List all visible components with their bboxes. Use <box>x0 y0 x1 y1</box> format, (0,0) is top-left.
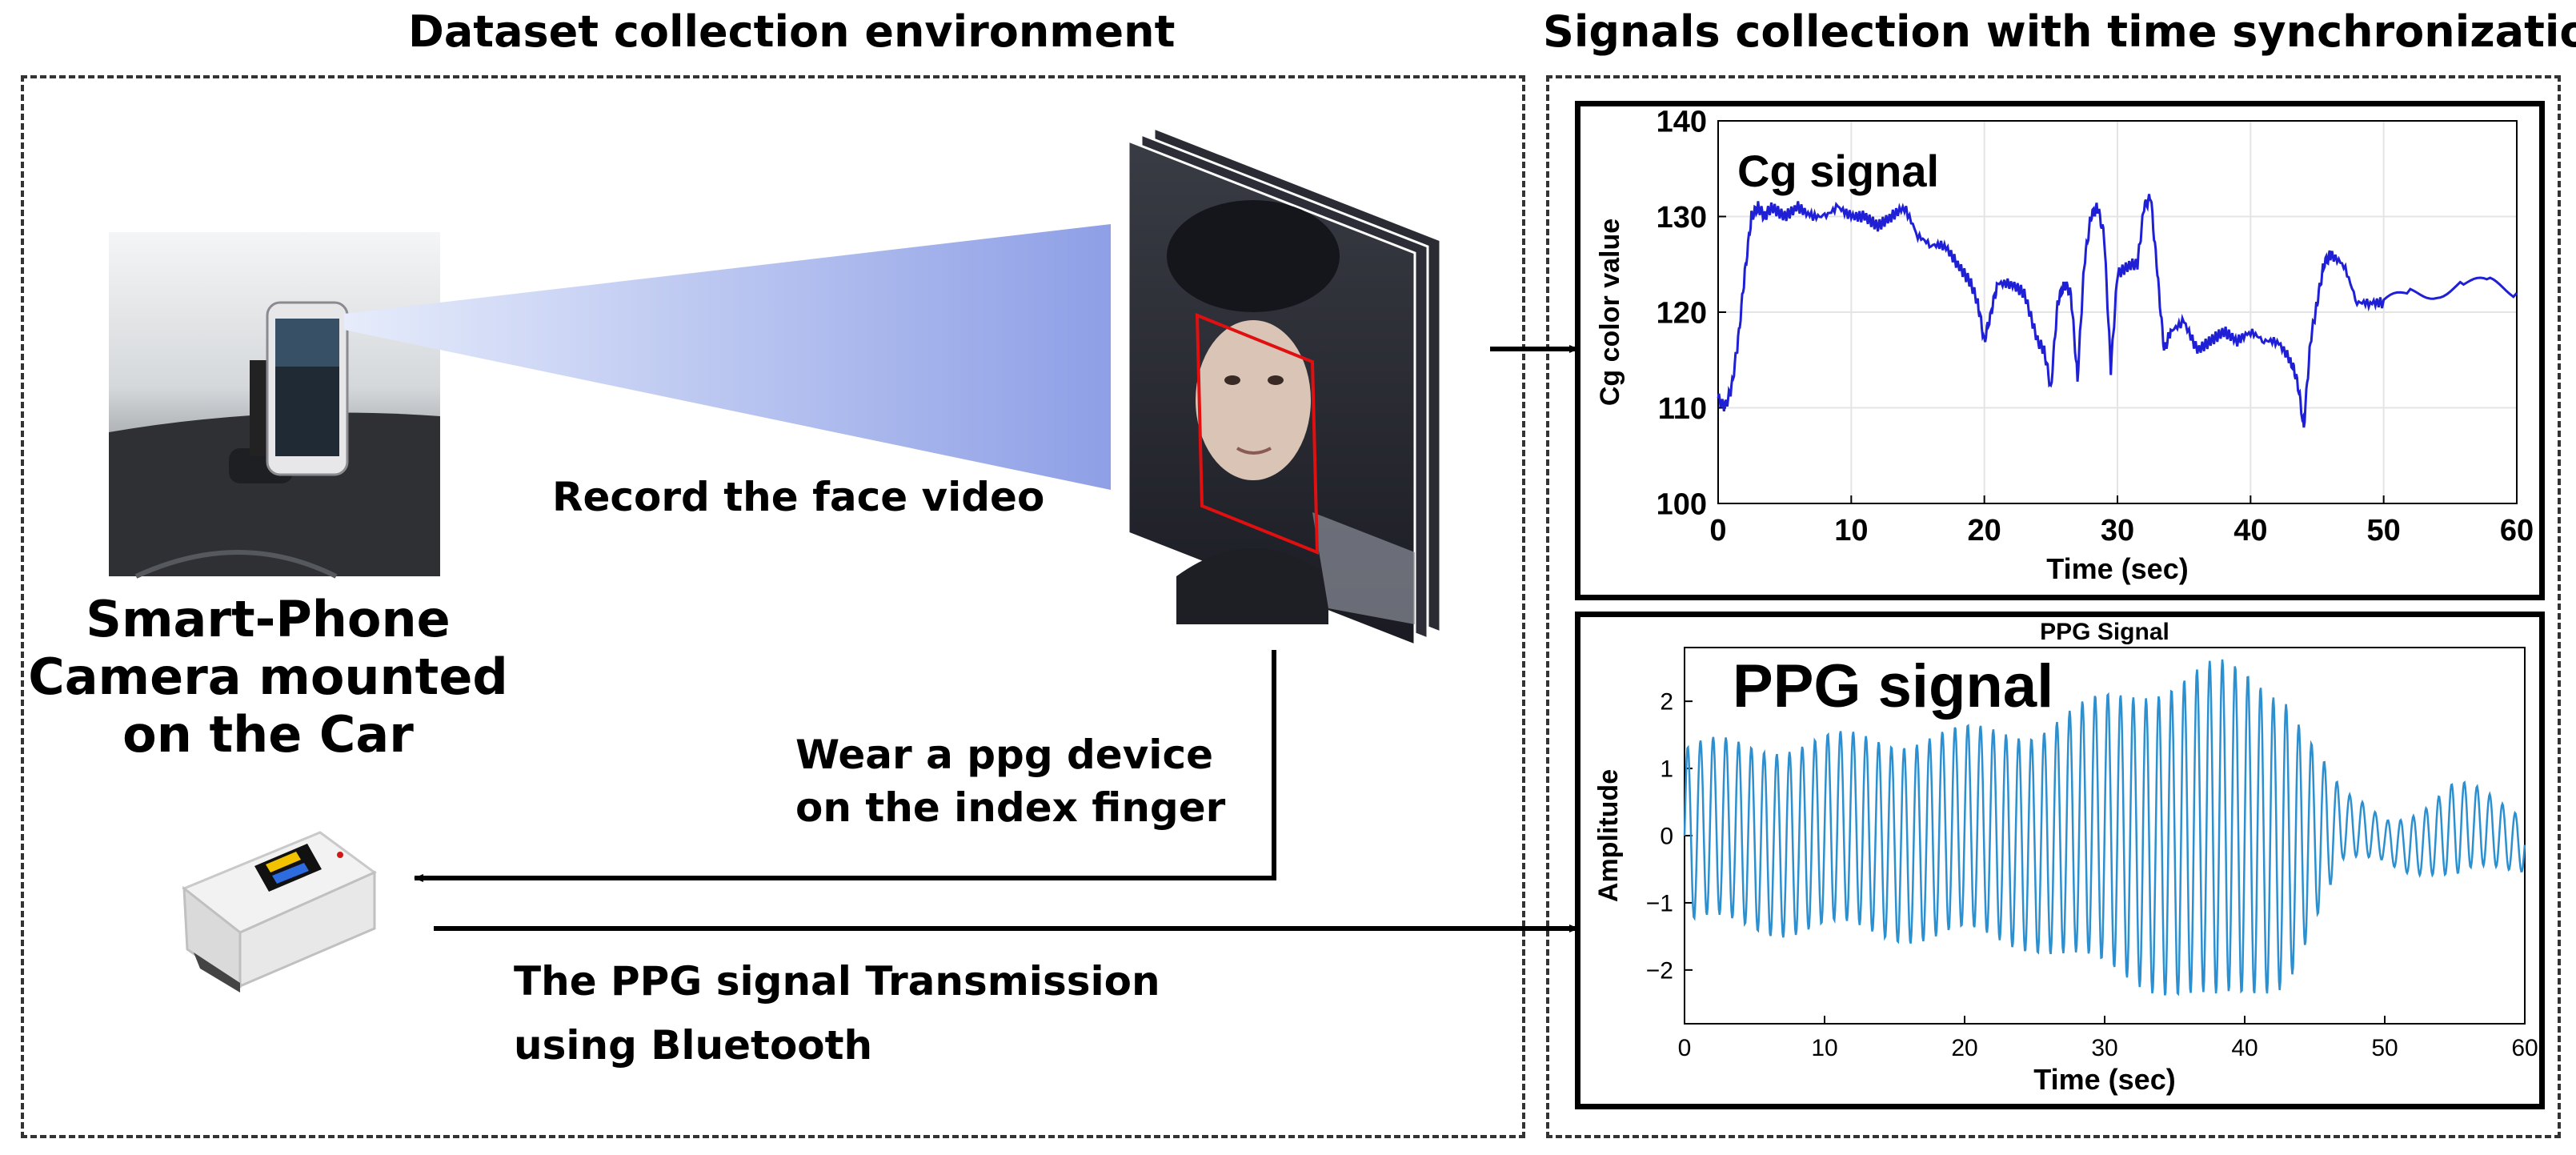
x-tick-label: 30 <box>2101 514 2134 547</box>
phone-caption-line3: on the Car <box>122 705 414 764</box>
y-tick-label: 120 <box>1657 296 1707 330</box>
x-tick-label: 50 <box>2371 1035 2398 1061</box>
record-label: Record the face video <box>552 474 1045 520</box>
series-line <box>1683 659 2526 997</box>
y-tick-label: 2 <box>1660 689 1673 716</box>
y-tick-label: 110 <box>1658 392 1707 426</box>
x-tick-label: 0 <box>1709 514 1726 547</box>
x-axis-label: Time (sec) <box>2033 1063 2175 1096</box>
ppg-device-icon <box>182 831 377 993</box>
phone-caption: Smart-Phone Camera mounted on the Car <box>24 591 512 764</box>
x-tick-label: 10 <box>1811 1035 1837 1061</box>
x-tick-label: 60 <box>2511 1035 2538 1061</box>
phone-caption-line2: Camera mounted <box>28 648 508 706</box>
y-tick-label: −2 <box>1646 957 1673 984</box>
x-tick-label: 40 <box>2233 514 2267 547</box>
transmission-label-line2: using Bluetooth <box>514 1022 873 1069</box>
y-tick-label: 0 <box>1660 824 1673 850</box>
x-tick-label: 30 <box>2091 1035 2117 1061</box>
environment-panel <box>21 75 1525 1138</box>
series-annotation: Cg signal <box>1737 146 1939 196</box>
x-tick-label: 0 <box>1678 1035 1692 1061</box>
x-tick-label: 50 <box>2367 514 2401 547</box>
x-tick-label: 20 <box>1951 1035 1977 1061</box>
face-roi-box <box>1195 313 1320 555</box>
phone-icon <box>109 232 440 579</box>
y-tick-label: 130 <box>1657 201 1707 235</box>
phone-caption-line1: Smart-Phone <box>86 590 451 648</box>
x-axis-label: Time (sec) <box>2046 552 2188 585</box>
transmission-label-line1: The PPG signal Transmission <box>514 958 1160 1005</box>
chart-title: PPG Signal <box>2040 619 2169 645</box>
y-axis-label: Cg color value <box>1595 219 1625 406</box>
left-header: Dataset collection environment <box>408 6 1176 57</box>
y-tick-label: 140 <box>1657 106 1707 138</box>
camera-beam <box>344 224 1111 490</box>
x-tick-label: 60 <box>2500 514 2534 547</box>
series-line <box>1717 194 2518 428</box>
x-tick-label: 20 <box>1968 514 2001 547</box>
y-tick-label: −1 <box>1646 890 1673 916</box>
wear-label: Wear a ppg device on the index finger <box>795 728 1225 834</box>
transmission-label: The PPG signal Transmission using Blueto… <box>514 949 1160 1077</box>
y-tick-label: 1 <box>1660 756 1673 783</box>
signals-panel <box>1546 75 2561 1138</box>
x-tick-label: 10 <box>1834 514 1868 547</box>
y-axis-label: Amplitude <box>1593 769 1624 902</box>
wear-label-line1: Wear a ppg device <box>795 732 1213 778</box>
face-video-icon <box>1127 126 1442 648</box>
right-header: Signals collection with time synchroniza… <box>1543 6 2576 57</box>
wear-device-arrow <box>414 650 1276 882</box>
y-tick-label: 100 <box>1657 487 1707 521</box>
x-tick-label: 40 <box>2231 1035 2258 1061</box>
series-annotation: PPG signal <box>1733 652 2053 720</box>
wear-label-line2: on the index finger <box>795 784 1226 831</box>
